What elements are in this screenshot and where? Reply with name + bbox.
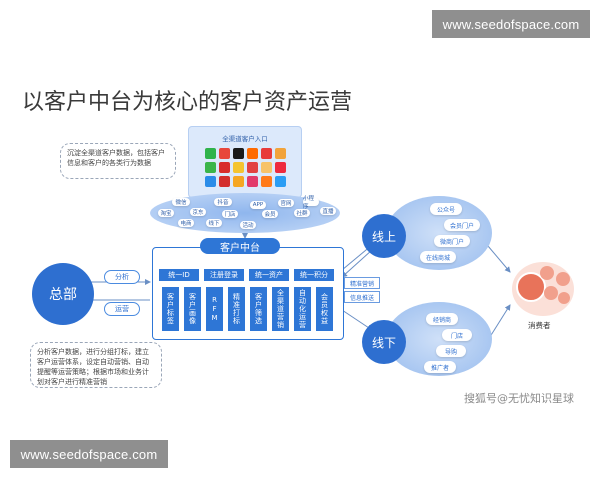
offline-item: 门店 bbox=[442, 329, 472, 341]
hq-circle: 总部 bbox=[32, 263, 94, 325]
channel-bubble: 小程序 bbox=[303, 196, 319, 210]
weibo-icon bbox=[218, 148, 230, 159]
online-circle: 线上 bbox=[362, 214, 406, 258]
consumer-avatar-icon bbox=[556, 272, 570, 286]
channel-bubble: 京东 bbox=[190, 208, 206, 216]
tmall-icon bbox=[218, 176, 230, 187]
center-header: 统一积分 bbox=[294, 269, 334, 281]
consumer-avatar-icon bbox=[540, 266, 554, 280]
channel-bubble: 活动 bbox=[240, 221, 256, 229]
suning-icon bbox=[232, 176, 244, 187]
edge-icon bbox=[274, 176, 286, 187]
center-header: 注册登录 bbox=[204, 269, 244, 281]
offline-item: 经销商 bbox=[426, 313, 458, 325]
mini-program-icon bbox=[204, 162, 216, 173]
center-column: 自动化运营 bbox=[294, 287, 311, 331]
pinduoduo-icon bbox=[246, 162, 258, 173]
online-item: 在线商城 bbox=[420, 251, 456, 263]
channel-title: 全渠道客户入口 bbox=[222, 135, 268, 143]
precision-marketing-tag: 精准营销 bbox=[344, 277, 380, 289]
xiaohongshu-icon bbox=[274, 162, 286, 173]
center-label: 客户中台 bbox=[200, 238, 280, 254]
store-icon bbox=[274, 148, 286, 159]
consumer-avatar-icon bbox=[558, 292, 570, 304]
channel-bubble: 抖音 bbox=[214, 198, 232, 206]
watermark-top: www.seedofspace.com bbox=[432, 10, 590, 38]
consumer-avatar-icon bbox=[544, 286, 558, 300]
online-item: 公众号 bbox=[430, 203, 462, 215]
offline-circle: 线下 bbox=[362, 320, 406, 364]
analyze-pill: 分析 bbox=[104, 270, 140, 284]
channel-bubble: 电商 bbox=[178, 219, 194, 227]
jd-icon bbox=[218, 162, 230, 173]
center-column: 会员权益 bbox=[316, 287, 333, 331]
vip-icon bbox=[246, 176, 258, 187]
info-push-tag: 信息推送 bbox=[344, 291, 380, 303]
channel-bubble: 直播 bbox=[320, 207, 336, 215]
offline-item: 导购 bbox=[436, 345, 466, 357]
center-column: 客户筛选 bbox=[250, 287, 267, 331]
center-column: 精准打标 bbox=[228, 287, 245, 331]
channel-bubble: APP bbox=[250, 201, 266, 209]
center-header: 统一ID bbox=[159, 269, 199, 281]
ele-icon bbox=[204, 176, 216, 187]
online-item: 会员门户 bbox=[444, 219, 480, 231]
channel-note: 沉淀全渠道客户数据，包括客户信息和客户的各类行为数据 bbox=[60, 143, 176, 179]
channel-bubble: 会员 bbox=[262, 210, 278, 218]
wechat-icon bbox=[204, 148, 216, 159]
watermark-bottom: www.seedofspace.com bbox=[10, 440, 168, 468]
center-column: RFM bbox=[206, 287, 223, 331]
channel-bubble: 淘宝 bbox=[158, 209, 174, 217]
offline-item: 推广者 bbox=[424, 361, 456, 373]
operate-pill: 运营 bbox=[104, 302, 140, 316]
tiktok-icon bbox=[232, 148, 244, 159]
center-column: 客户标签 bbox=[162, 287, 179, 331]
shop-icon bbox=[260, 148, 272, 159]
hq-note: 分析客户数据，进行分组打标，建立客户运营体系，设定自动营销、自动提醒等运营策略；… bbox=[30, 342, 162, 388]
taobao-icon bbox=[246, 148, 258, 159]
online-item: 微商门户 bbox=[434, 235, 470, 247]
channel-bubble: 门店 bbox=[222, 210, 238, 218]
channel-bubble: 社群 bbox=[294, 209, 310, 217]
center-column: 客户画像 bbox=[184, 287, 201, 331]
kuaishou-icon bbox=[260, 176, 272, 187]
channel-panel: 全渠道客户入口 bbox=[188, 126, 302, 198]
app-icon-grid bbox=[189, 148, 301, 187]
meituan-icon bbox=[232, 162, 244, 173]
channel-bubble: 微信 bbox=[172, 198, 190, 206]
page-title: 以客户中台为核心的客户资产运营 bbox=[22, 90, 353, 115]
channel-bubble: 线下 bbox=[206, 219, 222, 227]
channel-bubble: 官网 bbox=[278, 199, 294, 207]
amazon-icon bbox=[260, 162, 272, 173]
consumer-label: 消费者 bbox=[528, 321, 551, 330]
footer-source-text: 搜狐号@无忧知识星球 bbox=[464, 392, 574, 405]
center-header: 统一资产 bbox=[249, 269, 289, 281]
center-column: 全渠道营销 bbox=[272, 287, 289, 331]
